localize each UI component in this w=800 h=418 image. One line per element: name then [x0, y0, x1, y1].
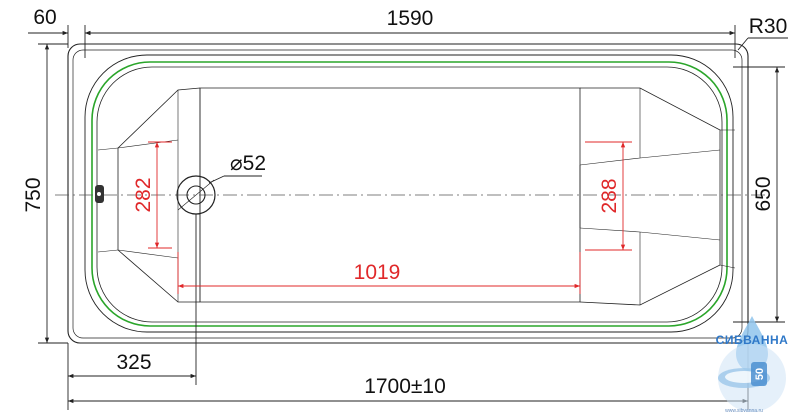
drain-diameter-value: 52 [243, 152, 266, 175]
diameter-symbol: ⌀ [230, 152, 243, 175]
inner-green-contour [91, 61, 728, 327]
dim-foot-width: 288 [598, 178, 621, 213]
dim-overall-length: 1700±10 [364, 375, 446, 398]
dim-head-width: 282 [132, 177, 155, 212]
dim-inner-length: 1590 [387, 7, 434, 30]
tub-bottom [97, 87, 736, 306]
dim-overall-width: 750 [22, 177, 45, 212]
bowl-outer-line [84, 54, 734, 333]
brand-name: СИБВАННА [716, 333, 789, 347]
overflow-hole [95, 185, 104, 203]
sibvanna-logo: СИБВАННА 50 www.sibvanna.ru [716, 316, 789, 414]
dim-drain-diameter: ⌀52 [230, 152, 266, 175]
bowl-inner-line [96, 66, 723, 323]
rim-inner-edge [72, 49, 743, 339]
dim-corner-radius: R30 [749, 15, 788, 38]
brand-url: www.sibvanna.ru [725, 408, 763, 414]
tub-outline [67, 43, 749, 344]
logo-badge-text: 50 [754, 368, 766, 380]
dim-bottom-length: 1019 [354, 261, 401, 284]
dim-inner-width: 650 [752, 176, 775, 211]
red-dimension-lines [148, 141, 632, 294]
outer-rim [67, 43, 749, 344]
logo-badge [751, 362, 767, 386]
dim-drain-offset: 325 [116, 351, 151, 374]
dimension-lines [28, 25, 788, 410]
dim-rim-width: 60 [33, 6, 56, 29]
